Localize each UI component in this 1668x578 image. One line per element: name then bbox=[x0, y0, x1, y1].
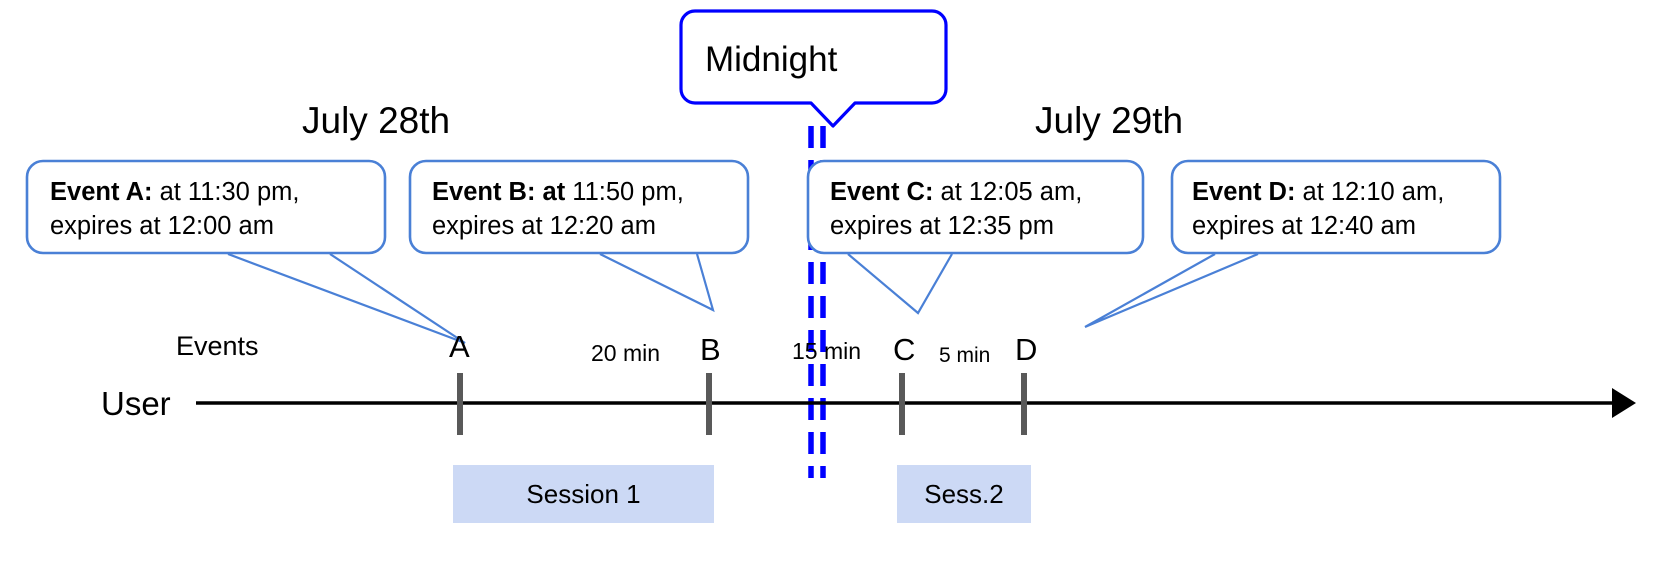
user-row-label: User bbox=[101, 385, 171, 422]
timeline-axis-arrowhead bbox=[1612, 388, 1636, 418]
callout-line2-event-b: expires at 12:20 am bbox=[432, 211, 656, 240]
callout-line1-rest-event-c: at 12:05 am, bbox=[933, 178, 1083, 206]
callout-line2-event-d: expires at 12:40 am bbox=[1192, 211, 1416, 240]
callout-line1-rest-event-a: at 11:30 pm, bbox=[152, 178, 300, 206]
events-row-label: Events bbox=[176, 331, 259, 361]
interval-label-bc: 15 min bbox=[792, 338, 862, 364]
callout-title-event-a: Event A: bbox=[50, 178, 153, 206]
callout-line1-rest-event-d: at 12:10 am, bbox=[1295, 178, 1445, 206]
date-label-left: July 28th bbox=[302, 100, 451, 141]
date-label-right: July 29th bbox=[1035, 100, 1184, 141]
interval-label-ab: 20 min bbox=[591, 340, 661, 366]
callout-text-event-d: Event D: at 12:10 am, expires at 12:40 a… bbox=[1192, 176, 1444, 243]
connector-event-c bbox=[847, 253, 953, 315]
callout-title-event-b: Event B: at bbox=[432, 178, 566, 206]
callout-line1-event-d: Event D: at 12:10 am, bbox=[1192, 176, 1444, 210]
callout-line1-rest-event-b: 11:50 pm, bbox=[565, 178, 684, 206]
interval-label-cd: 5 min bbox=[939, 344, 991, 367]
tick-letter-b: B bbox=[700, 332, 721, 367]
connector-event-a bbox=[227, 252, 466, 345]
callout-text-event-a: Event A: at 11:30 pm, expires at 12:00 a… bbox=[50, 176, 299, 243]
callout-line2-event-c: expires at 12:35 pm bbox=[830, 211, 1054, 240]
session-box-2: Sess.2 bbox=[897, 465, 1031, 523]
session-box-1: Session 1 bbox=[453, 465, 714, 523]
midnight-label: Midnight bbox=[705, 40, 838, 79]
callout-line1-event-b: Event B: at 11:50 pm, bbox=[432, 176, 684, 210]
callout-line1-event-a: Event A: at 11:30 pm, bbox=[50, 176, 299, 210]
callout-line2-event-a: expires at 12:00 am bbox=[50, 211, 274, 240]
connector-event-d bbox=[1084, 252, 1259, 329]
connector-event-b bbox=[599, 253, 715, 313]
tick-letter-c: C bbox=[893, 332, 916, 367]
callout-line1-event-c: Event C: at 12:05 am, bbox=[830, 176, 1082, 210]
tick-letter-d: D bbox=[1015, 332, 1038, 367]
callout-text-event-b: Event B: at 11:50 pm, expires at 12:20 a… bbox=[432, 176, 684, 243]
callout-text-event-c: Event C: at 12:05 am, expires at 12:35 p… bbox=[830, 176, 1082, 243]
tick-letter-a: A bbox=[449, 329, 470, 364]
callout-title-event-d: Event D: bbox=[1192, 178, 1296, 206]
callout-title-event-c: Event C: bbox=[830, 178, 934, 206]
